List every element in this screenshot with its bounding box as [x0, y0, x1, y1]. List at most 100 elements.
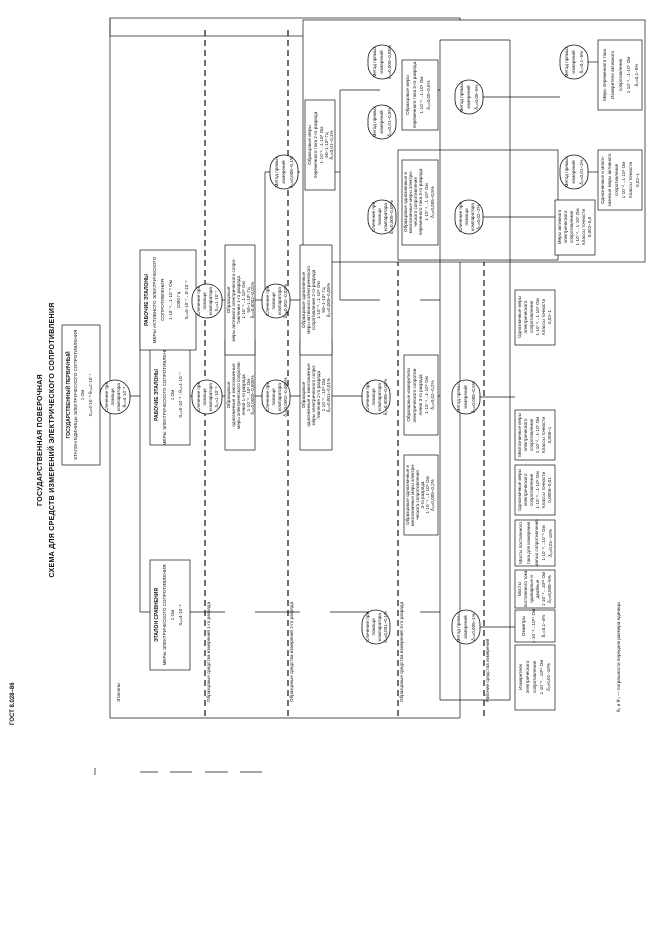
- svg-text:1·10⁻¹…1·10⁷ Ом: 1·10⁻¹…1·10⁷ Ом: [626, 57, 631, 94]
- svg-text:электрического: электрического: [525, 660, 530, 693]
- svg-text:δ₀=0,0005–0,005%: δ₀=0,0005–0,005%: [250, 375, 255, 414]
- svg-text:значные меры активного: значные меры активного: [607, 153, 612, 206]
- svg-text:50–1·10⁵ Гц: 50–1·10⁵ Гц: [246, 287, 251, 313]
- std2-a-box: Образцовые однозначные и многозначные ме…: [299, 339, 333, 451]
- svg-text:Измерители активного: Измерители активного: [610, 50, 615, 99]
- svg-text:компаратора: компаратора: [208, 383, 213, 411]
- svg-text:Многозначные меры: Многозначные меры: [517, 413, 522, 457]
- svg-text:Образцовые измерители: Образцовые измерители: [406, 368, 411, 422]
- svg-text:однозначные и многозначные: однозначные и многозначные: [306, 363, 311, 427]
- svg-text:помощи: помощи: [110, 388, 115, 406]
- connectors: [100, 39, 511, 701]
- svg-text:постоянного тока: постоянного тока: [523, 570, 528, 607]
- svg-text:δ₀=0,005–0,5%: δ₀=0,005–0,5%: [471, 381, 476, 413]
- svg-text:МЕРЫ ЭЛЕКТРИЧЕСКОГО СОПРОТИВЛЕ: МЕРЫ ЭЛЕКТРИЧЕСКОГО СОПРОТИВЛЕНИЯ: [162, 345, 167, 446]
- svg-text:переменного тока 3-го разряда: переменного тока 3-го разряда: [412, 61, 417, 128]
- svg-text:помощи: помощи: [202, 388, 207, 406]
- svg-text:компаратора: компаратора: [383, 203, 388, 231]
- svg-text:помощи: помощи: [271, 292, 276, 310]
- svg-text:δ₀=0,05–0,5%: δ₀=0,05–0,5%: [426, 80, 431, 109]
- pill-s3b: Метод прямых измерений δ₀=0,005–1%: [451, 609, 481, 645]
- svg-text:δ₀=0,01–0,5%: δ₀=0,01–0,5%: [387, 107, 392, 136]
- std2-c-box: Образцовые меры переменного тока 2-го ра…: [304, 99, 336, 191]
- svg-text:Классы точности: Классы точности: [628, 162, 633, 198]
- doc-title: ГОСУДАРСТВЕННАЯ ПОВЕРОЧНАЯ: [37, 374, 44, 506]
- svg-text:электрического: электрического: [523, 418, 528, 451]
- svg-text:ления 1-го разряда: ления 1-го разряда: [241, 374, 246, 415]
- svg-text:Мосты: Мосты: [517, 582, 522, 596]
- svg-text:1·10⁻⁴…1·10⁸ Ом: 1·10⁻⁴…1·10⁸ Ом: [424, 183, 429, 220]
- svg-text:0,02–1: 0,02–1: [635, 173, 640, 187]
- svg-text:δ₀=0,01–10%: δ₀=0,01–10%: [548, 529, 553, 557]
- pill-s1a: Сличение при помощи компаратора δ₀=0,000…: [261, 377, 291, 417]
- svg-text:δ₀=0,1–4%: δ₀=0,1–4%: [541, 615, 546, 638]
- svg-text:1 Ом: 1 Ом: [80, 390, 85, 401]
- svg-text:компаратора: компаратора: [277, 287, 282, 315]
- svg-text:Классы точности: Классы точности: [581, 209, 586, 245]
- svg-text:1·10⁻⁴…1·10⁸ Ом: 1·10⁻⁴…1·10⁸ Ом: [241, 281, 246, 318]
- svg-text:1·10⁻⁴…1·10⁸ Ом: 1·10⁻⁴…1·10⁸ Ом: [424, 376, 429, 413]
- svg-text:Образцовые: Образцовые: [226, 381, 231, 408]
- svg-text:δ₀=0,02–2%: δ₀=0,02–2%: [476, 204, 481, 229]
- std3-c-box: Образцовые однозначные и многозначные ме…: [401, 159, 439, 246]
- comparison-standard-box: ЭТАЛОН СРАВНЕНИЯ МЕРЫ ЭЛЕКТРИЧЕСКОГО СОП…: [149, 559, 191, 671]
- svg-text:измерений: измерений: [378, 110, 384, 134]
- svg-text:переменного тока 3-го разряда: переменного тока 3-го разряда: [418, 168, 423, 235]
- svg-text:δ₀=0,002–0,03%: δ₀=0,002–0,03%: [283, 284, 288, 318]
- working-w1-box: Измерители электрического сопротивления …: [514, 644, 556, 711]
- svg-text:Метод прямых: Метод прямых: [456, 381, 461, 413]
- svg-text:Образцовые: Образцовые: [226, 286, 231, 313]
- working-w7-box: Однозначные меры электрического сопротив…: [514, 289, 556, 346]
- svg-text:δ₀=0,02–0,2%: δ₀=0,02–0,2%: [430, 380, 435, 409]
- svg-text:1·10⁻¹…1·10⁸ Ом: 1·10⁻¹…1·10⁸ Ом: [419, 77, 424, 114]
- svg-text:компаратора: компаратора: [277, 383, 282, 411]
- svg-text:Метод прямых: Метод прямых: [372, 106, 377, 138]
- svg-text:Сличение при: Сличение при: [265, 286, 270, 316]
- svg-text:S₀=5·10⁻⁸ ; θ₀=1·10⁻⁷: S₀=5·10⁻⁸ ; θ₀=1·10⁻⁷: [178, 372, 183, 418]
- working-w9-box: Однозначные и много- значные меры активн…: [597, 149, 643, 211]
- working-w6-box: Многозначные меры электрического сопроти…: [514, 409, 556, 461]
- svg-text:помощи: помощи: [464, 208, 469, 226]
- pill-wb: Метод прямых измерений δ₀=0,1–5%: [559, 44, 589, 80]
- svg-text:δ₀=0,005–1%: δ₀=0,005–1%: [471, 613, 476, 641]
- svg-text:Образцовые однозначные: Образцовые однозначные: [301, 271, 306, 328]
- svg-text:ГОСУДАРСТВЕННЫЙ ПЕРВИЧНЫЙ: ГОСУДАРСТВЕННЫЙ ПЕРВИЧНЫЙ: [64, 351, 72, 439]
- working-standard-1-box: РАБОЧИЕ ЭТАЛОНЫ МЕРЫ ЭЛЕКТРИЧЕСКОГО СОПР…: [149, 345, 191, 446]
- svg-text:δ₀=0,005–5%: δ₀=0,005–5%: [547, 575, 552, 603]
- gost-number: ГОСТ 8.028–86: [10, 682, 16, 725]
- svg-text:Метод прямых: Метод прямых: [372, 46, 377, 78]
- svg-text:ЭТАЛОН СРАВНЕНИЯ: ЭТАЛОН СРАВНЕНИЯ: [154, 588, 160, 642]
- svg-text:1·10⁻¹…1·10⁸ Ом: 1·10⁻¹…1·10⁸ Ом: [319, 127, 324, 164]
- svg-text:компаратора: компаратора: [377, 383, 382, 411]
- svg-text:δ₀=0,005–0,05%: δ₀=0,005–0,05%: [326, 283, 331, 317]
- svg-text:Сличение при: Сличение при: [371, 202, 376, 232]
- svg-text:меры электрического сопротив-: меры электрического сопротив-: [236, 361, 241, 429]
- svg-text:тивления 1-го разряда: тивления 1-го разряда: [236, 276, 241, 324]
- svg-text:Метод прямых: Метод прямых: [459, 81, 464, 113]
- svg-text:δ₀=0,1–5%: δ₀=0,1–5%: [579, 51, 584, 74]
- pill-comparator-top: Сличение при помощи компаратора θ₀=4·10⁻…: [99, 379, 131, 415]
- pill-wa: Метод прямых измерений δ₀=0,01–1%: [559, 154, 589, 190]
- std1-a-box: Образцовые однозначные и многозначные ме…: [224, 339, 256, 451]
- svg-text:сопротивления: сопротивления: [529, 300, 534, 333]
- svg-text:измерений: измерений: [570, 160, 576, 184]
- svg-text:одинарные и: одинарные и: [529, 575, 534, 603]
- svg-text:Метод прямых: Метод прямых: [564, 156, 569, 188]
- working-w5-box: Однозначные меры электрического сопротив…: [514, 464, 556, 516]
- svg-text:измерений: измерений: [465, 85, 471, 109]
- pill-s2c: Сличение при помощи компаратора δ₀=0,005…: [367, 199, 397, 235]
- svg-text:Классы точности: Классы точности: [541, 299, 546, 335]
- svg-text:Сличение при: Сличение при: [458, 202, 463, 232]
- working-w10-box: Меры переменного тока Измерители активно…: [597, 39, 643, 111]
- svg-text:δ₀=0,0005–0,01%: δ₀=0,0005–0,01%: [383, 379, 388, 416]
- svg-text:Классы точности: Классы точности: [541, 472, 546, 508]
- svg-text:1·10⁻⁴…1·10⁷ Ом: 1·10⁻⁴…1·10⁷ Ом: [575, 208, 580, 245]
- svg-text:Сличение при: Сличение при: [196, 286, 201, 316]
- svg-text:1 Ом: 1 Ом: [170, 610, 175, 621]
- state-primary-box: ГОСУДАРСТВЕННЫЙ ПЕРВИЧНЫЙ ЭТАЛОН ЕДИНИЦЫ…: [61, 324, 101, 466]
- svg-text:Образцовые меры: Образцовые меры: [405, 75, 410, 115]
- svg-text:меры активного электрического: меры активного электрического: [306, 266, 311, 334]
- svg-text:1·10⁻⁸…10⁻¹ Ом: 1·10⁻⁸…10⁻¹ Ом: [541, 525, 546, 560]
- svg-text:сопротивления: сопротивления: [532, 660, 537, 693]
